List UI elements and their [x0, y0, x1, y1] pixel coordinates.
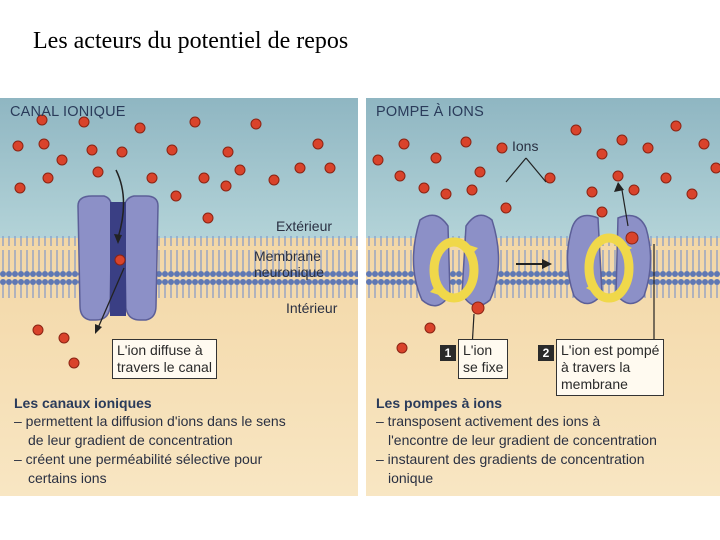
ion-pump-illustration — [366, 98, 720, 496]
ion-pump-state-1 — [412, 214, 500, 315]
summary-line: – instaurent des gradients de concentrat… — [376, 451, 645, 467]
label-ions: Ions — [512, 138, 539, 154]
slide-title: Les acteurs du potentiel de repos — [33, 28, 349, 54]
callout-ion-pompe: L'ion est pompé à travers la membrane — [556, 339, 665, 396]
summary-line: – transposent activement des ions à — [376, 413, 601, 429]
step-1-number: 1 — [440, 345, 456, 361]
ion-channel-protein — [77, 195, 159, 321]
summary-line: de leur gradient de concentration — [28, 432, 233, 448]
ion-channel-panel: CANAL IONIQUE Extérieur Membrane neuroni… — [0, 98, 358, 496]
ion-pump-state-2 — [566, 214, 652, 305]
step-2-number: 2 — [538, 345, 554, 361]
summary-title: Les pompes à ions — [376, 395, 503, 411]
ions-left — [12, 114, 336, 369]
label-membrane: Membrane neuronique — [254, 248, 325, 280]
ion-pump-panel: POMPE À IONS Ions 1 L'ion se fixe 2 L'io… — [366, 98, 720, 496]
summary-line: ionique — [388, 470, 434, 486]
callout-ion-diffuse: L'ion diffuse à travers le canal — [112, 339, 217, 379]
panel-title: CANAL IONIQUE — [10, 104, 126, 120]
panel-title: POMPE À IONS — [376, 104, 484, 120]
summary-line: – permettent la diffusion d'ions dans le… — [14, 413, 286, 429]
summary-line: – créent une perméabilité sélective pour — [14, 451, 263, 467]
label-interieur: Intérieur — [286, 300, 338, 316]
summary-line: certains ions — [28, 470, 107, 486]
callout-ion-fixe: L'ion se fixe — [458, 339, 509, 379]
membrane-bilayer — [0, 236, 358, 298]
summary-title: Les canaux ioniques — [14, 395, 152, 411]
exterior-region — [366, 98, 720, 238]
label-exterieur: Extérieur — [276, 218, 333, 234]
ions-right — [372, 120, 720, 354]
summary-line: l'encontre de leur gradient de concentra… — [388, 432, 657, 448]
